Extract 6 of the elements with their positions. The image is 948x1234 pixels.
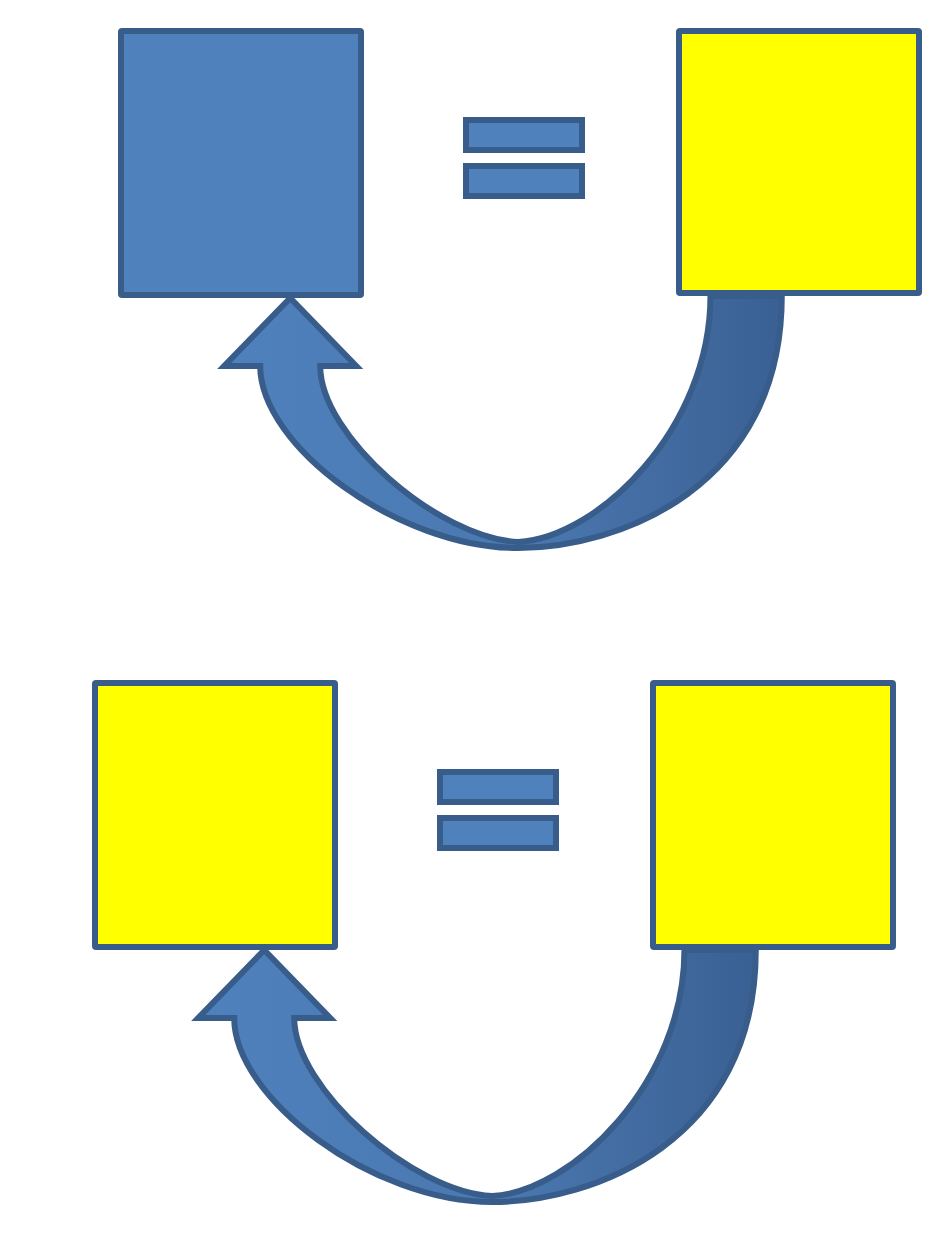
curved-arrow: [195, 947, 759, 1205]
square-shape: [118, 28, 364, 298]
square-shape: [676, 28, 922, 296]
square-shape: [92, 680, 338, 950]
curved-arrow: [221, 293, 785, 551]
square-shape: [650, 680, 896, 950]
